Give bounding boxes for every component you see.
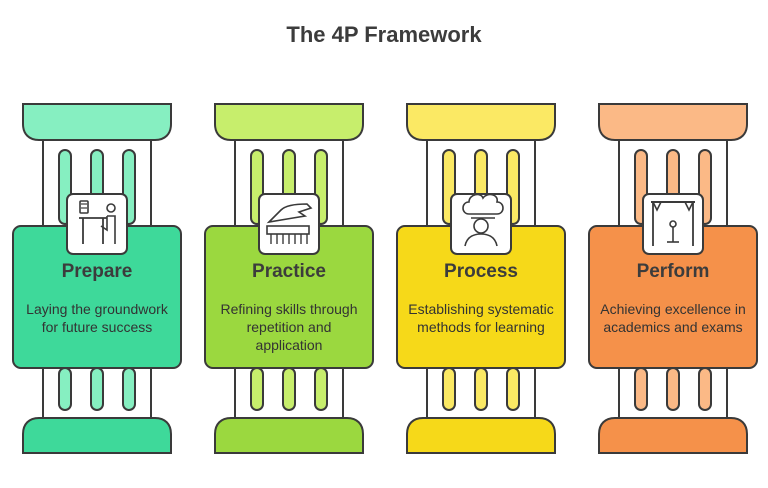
pillar-base <box>598 417 748 454</box>
pillar-capital <box>22 103 172 141</box>
pillar-capital <box>214 103 364 141</box>
pillar-base <box>22 417 172 454</box>
desk-study-icon <box>79 200 116 244</box>
pillar-description: Laying the groundwork for future success <box>26 301 168 335</box>
hand-keyboard-icon <box>266 203 313 244</box>
stage-icon <box>651 201 695 246</box>
chef-icon <box>462 193 504 247</box>
pillar-label: Prepare <box>61 261 133 282</box>
pillar-label: Practice <box>252 261 326 282</box>
pillar-description: Refining skills through repetition and a… <box>220 301 358 353</box>
pillar-base <box>406 417 556 454</box>
pillar-capital <box>406 103 556 141</box>
pillar-description: Establishing systematic methods for lear… <box>408 301 554 335</box>
pillar-description: Achieving excellence in academics and ex… <box>600 301 746 335</box>
diagram-title: The 4P Framework <box>286 22 482 47</box>
pillar-label: Process <box>444 261 518 282</box>
pillar-label: Perform <box>636 261 710 282</box>
pillar-capital <box>598 103 748 141</box>
pillar-base <box>214 417 364 454</box>
